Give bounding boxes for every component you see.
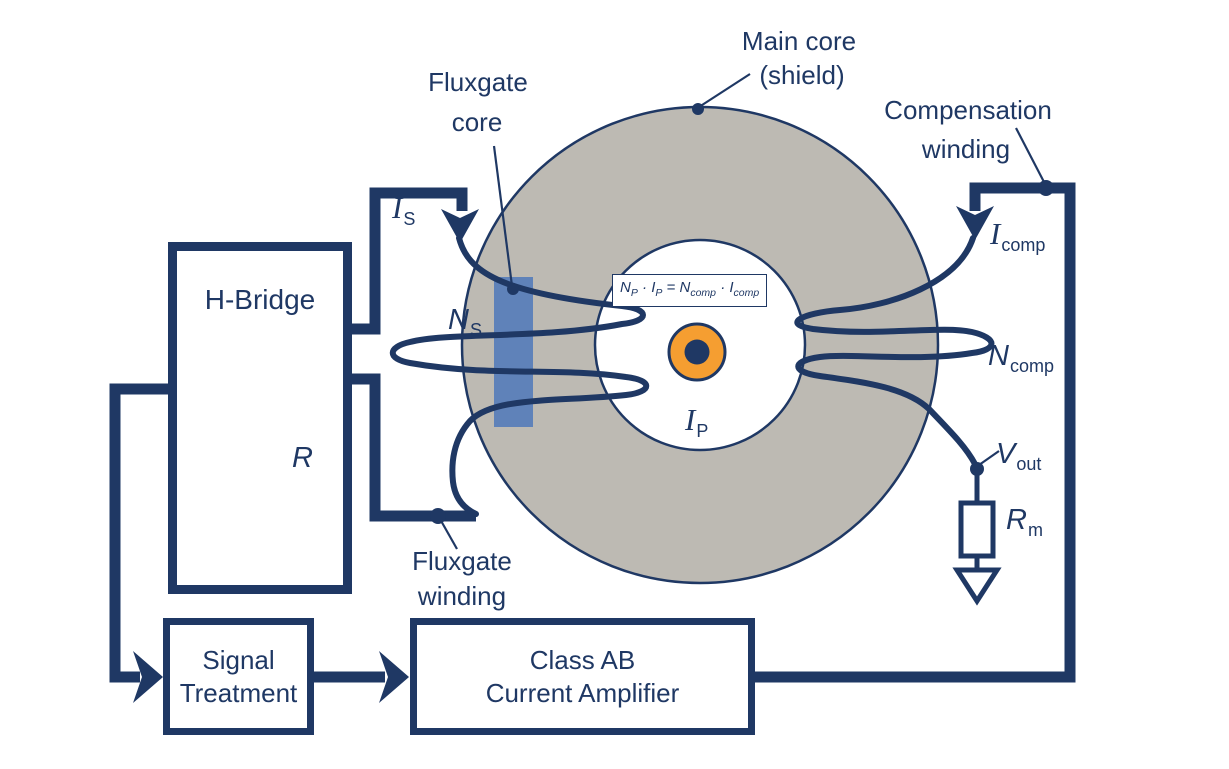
formula-n2: N — [679, 279, 691, 296]
fluxgate-core-leader — [492, 145, 514, 287]
fluxgate-winding-leader — [439, 518, 458, 550]
fluxgate-drive-wire-bottom — [352, 373, 476, 522]
vout-symbol: V — [996, 438, 1016, 470]
rm-subscript: m — [1027, 520, 1043, 540]
signal-treatment-box: Signal Treatment — [163, 618, 314, 735]
compensation-formula: NP · IP = Ncomp · Icomp — [612, 274, 768, 307]
fluxgate-core-leader-dot — [507, 283, 519, 295]
formula-sub-comp1: comp — [690, 287, 717, 299]
fluxgate-winding-label-line1: Fluxgate — [412, 546, 512, 576]
rm-resistor — [958, 500, 996, 559]
icomp-variable: Icomp — [990, 216, 1045, 256]
fluxgate-winding-coil — [389, 235, 649, 517]
icomp-symbol: I — [990, 216, 1001, 251]
vout-variable: Vout — [996, 438, 1041, 475]
class-ab-amplifier-box: Class AB Current Amplifier — [410, 618, 755, 735]
r-symbol: R — [292, 442, 313, 474]
rm-symbol: R — [1006, 504, 1027, 536]
compensation-leader — [1015, 127, 1045, 183]
compensation-winding-coil — [794, 235, 995, 467]
primary-conductor-dot — [684, 339, 710, 365]
signal-in-arrowhead — [133, 651, 163, 703]
ns-symbol: N — [448, 304, 469, 336]
main-core-label-line2: (shield) — [759, 60, 845, 90]
ip-variable: IP — [685, 402, 708, 442]
vout-leader — [978, 450, 1000, 466]
fluxgate-core-label-line2: core — [451, 107, 503, 137]
formula-i2: I — [729, 279, 734, 296]
h-bridge-label: H-Bridge — [204, 284, 316, 315]
formula-dot1: · — [637, 279, 652, 296]
ip-subscript: P — [696, 421, 709, 441]
amp-in-arrowhead — [379, 651, 409, 703]
is-arrowhead — [441, 209, 479, 243]
is-subscript: S — [403, 209, 416, 229]
compensation-node-dot — [1038, 180, 1054, 196]
vout-node-dot — [970, 462, 984, 476]
rm-ground-symbol — [952, 567, 1002, 606]
class-ab-label-line1: Class AB — [529, 644, 636, 675]
fluxgate-drive-wire-top — [352, 187, 468, 335]
compensation-winding-label-line2: winding — [921, 134, 1011, 164]
r-variable: R — [292, 442, 314, 479]
main-core-label-line1: Main core — [741, 26, 857, 56]
amp-to-compensation-wire — [755, 182, 1076, 683]
fluxgate-winding-label-line2: winding — [417, 581, 507, 611]
is-variable: IS — [392, 190, 415, 230]
main-core-leader — [698, 73, 751, 108]
ip-symbol: I — [685, 402, 696, 437]
fluxgate-winding-node-dot — [430, 508, 446, 524]
is-symbol: I — [392, 190, 403, 225]
icomp-arrowhead — [956, 206, 994, 240]
signal-treatment-label-line1: Signal — [202, 644, 275, 675]
compensation-winding-label-line1: Compensation — [884, 95, 1052, 125]
ns-subscript: S — [469, 320, 482, 340]
h-bridge-box: H-Bridge — [168, 242, 352, 594]
formula-sub-p2: P — [655, 287, 663, 299]
signal-treatment-label-line2: Treatment — [179, 677, 298, 708]
class-ab-label-line2: Current Amplifier — [485, 677, 680, 708]
formula-sub-p1: P — [630, 287, 638, 299]
vout-subscript: out — [1016, 454, 1042, 474]
ncomp-subscript: comp — [1009, 356, 1054, 376]
fluxgate-core-label-line1: Fluxgate — [428, 67, 528, 97]
ncomp-variable: Ncomp — [988, 340, 1054, 377]
formula-equals: = — [662, 279, 680, 296]
ncomp-symbol: N — [988, 340, 1009, 372]
formula-n1: N — [620, 279, 631, 296]
formula-sub-comp2: comp — [733, 287, 760, 299]
icomp-subscript: comp — [1001, 235, 1046, 255]
formula-i1: I — [651, 279, 656, 296]
rm-variable: Rm — [1006, 504, 1043, 541]
main-core-leader-dot — [692, 103, 704, 115]
formula-dot2: · — [716, 279, 730, 296]
ns-variable: NS — [448, 304, 482, 341]
